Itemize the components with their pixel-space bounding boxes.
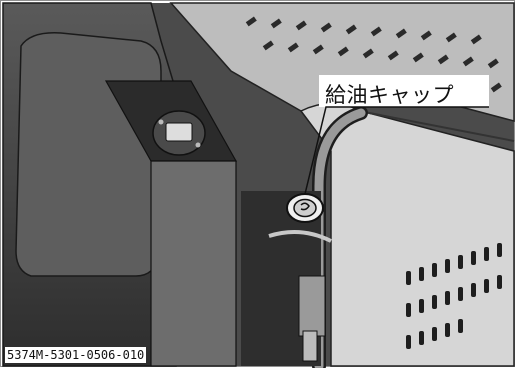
figure-code: 5374M-5301-0506-010 (5, 347, 147, 363)
fuel-cap-inner (293, 198, 317, 218)
grille-slots (245, 16, 502, 93)
fuel-hose (268, 230, 332, 243)
fuel-cap-grip (300, 202, 310, 211)
switch-window (165, 122, 193, 142)
lever-arm (302, 330, 318, 362)
side-vent-slots (406, 243, 502, 349)
callout-leader-line (304, 106, 489, 195)
lever-assembly (298, 275, 326, 337)
fuel-cap-callout-label: 給油キャップ (325, 83, 454, 107)
callout-box (319, 75, 489, 107)
screw-icon (158, 119, 164, 125)
column-front (150, 160, 237, 367)
screw-icon (195, 142, 201, 148)
left-cover-panel (15, 32, 162, 277)
handle-bar (314, 108, 366, 368)
